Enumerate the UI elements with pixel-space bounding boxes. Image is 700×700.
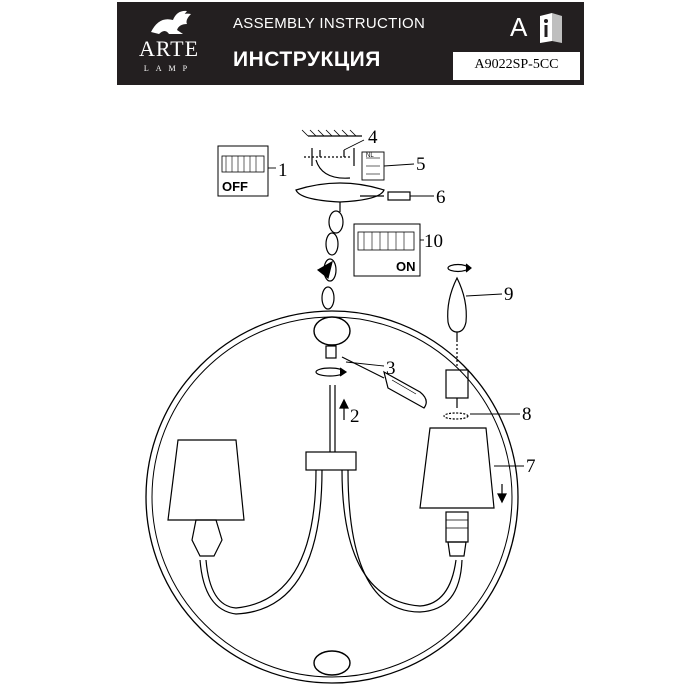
book-info-icon — [540, 13, 562, 43]
callout-leaders — [268, 139, 524, 467]
callout-10: 10 — [424, 231, 443, 252]
language-letter: A — [510, 12, 528, 42]
brand-logo: ARTE LAMP — [129, 10, 209, 80]
callout-2: 2 — [350, 406, 360, 427]
callout-7: 7 — [526, 456, 536, 477]
brand-subtitle: LAMP — [143, 64, 195, 73]
callout-3: 3 — [386, 358, 396, 379]
model-code: A9022SP-5CC — [474, 57, 559, 72]
callout-labels: 1 2 3 4 5 6 7 8 9 10 OFF ON NL — [222, 127, 536, 477]
candle-bulb — [445, 276, 469, 408]
ceiling-mount — [295, 129, 411, 212]
ring-frame — [145, 310, 519, 684]
switch-off-label: OFF — [222, 179, 248, 194]
terminal-block-on — [353, 223, 421, 277]
callout-5: 5 — [416, 154, 426, 175]
screwdriver-icon — [341, 356, 427, 409]
switch-on-label: ON — [396, 259, 416, 274]
central-stem — [199, 345, 463, 615]
header-banner: ARTE LAMP ASSEMBLY INSTRUCTION ИНСТРУКЦИ… — [117, 2, 584, 85]
model-box: A9022SP-5CC — [453, 52, 580, 80]
title-english: ASSEMBLY INSTRUCTION — [233, 15, 426, 32]
winged-lion-icon — [151, 10, 191, 34]
left-lamp-shade — [167, 439, 245, 557]
right-lamp-shade — [419, 412, 495, 557]
callout-6: 6 — [436, 187, 446, 208]
callout-9: 9 — [504, 284, 514, 305]
callout-8: 8 — [522, 404, 532, 425]
suspension-chain — [316, 210, 344, 310]
language-badge: A — [510, 12, 570, 46]
terminal-block-off — [217, 145, 269, 197]
callout-4: 4 — [368, 127, 378, 148]
callout-1: 1 — [278, 160, 288, 181]
rotation-arrow-icon — [315, 263, 472, 377]
brand-name: ARTE — [138, 36, 200, 61]
direction-arrow-icon — [319, 150, 507, 504]
connector-markings: NL — [366, 153, 374, 159]
title-russian: ИНСТРУКЦИЯ — [233, 48, 381, 71]
